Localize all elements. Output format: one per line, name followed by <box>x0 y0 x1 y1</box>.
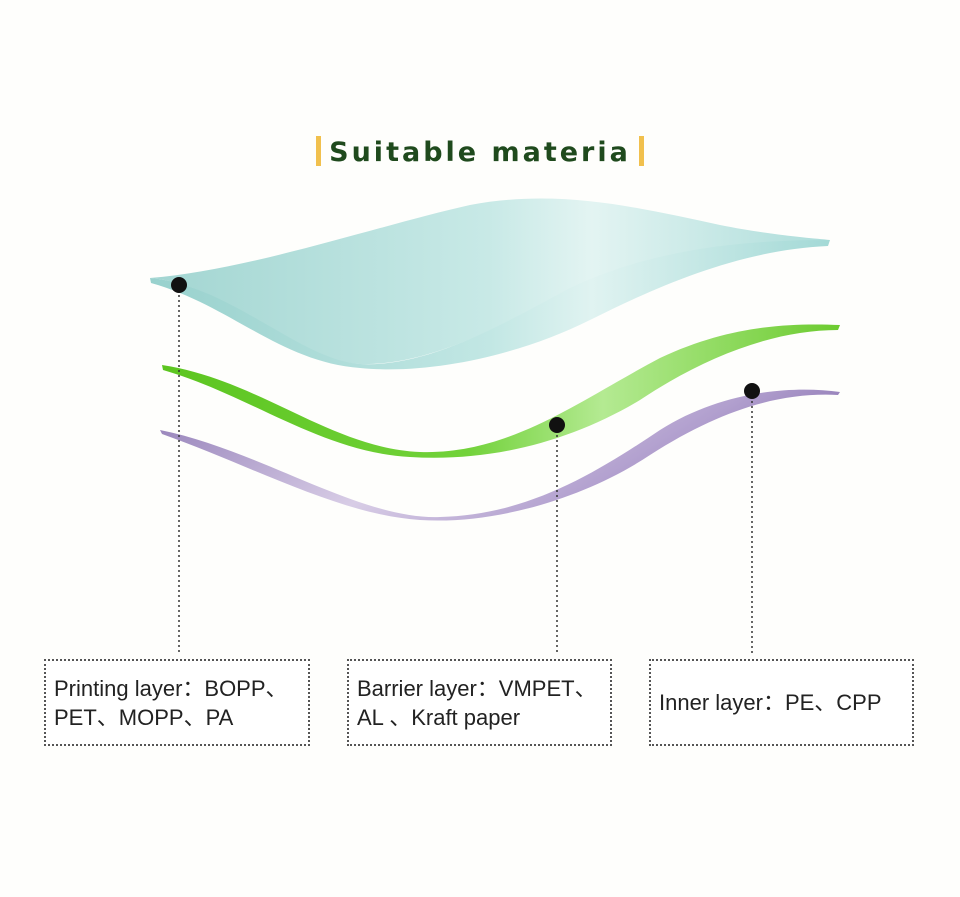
printing-layer-sheet <box>150 240 830 370</box>
title-right-accent <box>638 136 644 166</box>
inner-marker-dot <box>744 383 760 399</box>
title-text: Suitable materia <box>329 137 631 168</box>
title-left-accent <box>316 136 322 166</box>
printing-marker-dot <box>171 277 187 293</box>
inner-layer-label-box: Inner layer：PE、CPP <box>649 659 914 746</box>
printing-layer-label: Printing layer：BOPP、 PET、MOPP、PA <box>54 675 288 730</box>
barrier-layer-label: Barrier layer：VMPET、 AL 、Kraft paper <box>357 675 597 730</box>
barrier-layer-sheet <box>162 324 840 458</box>
barrier-marker-dot <box>549 417 565 433</box>
inner-layer-label: Inner layer：PE、CPP <box>659 690 882 715</box>
printing-layer-label-box: Printing layer：BOPP、 PET、MOPP、PA <box>44 659 310 746</box>
diagram-title: Suitable materia <box>0 136 960 168</box>
barrier-layer-label-box: Barrier layer：VMPET、 AL 、Kraft paper <box>347 659 612 746</box>
printing-layer-surface <box>150 198 830 365</box>
